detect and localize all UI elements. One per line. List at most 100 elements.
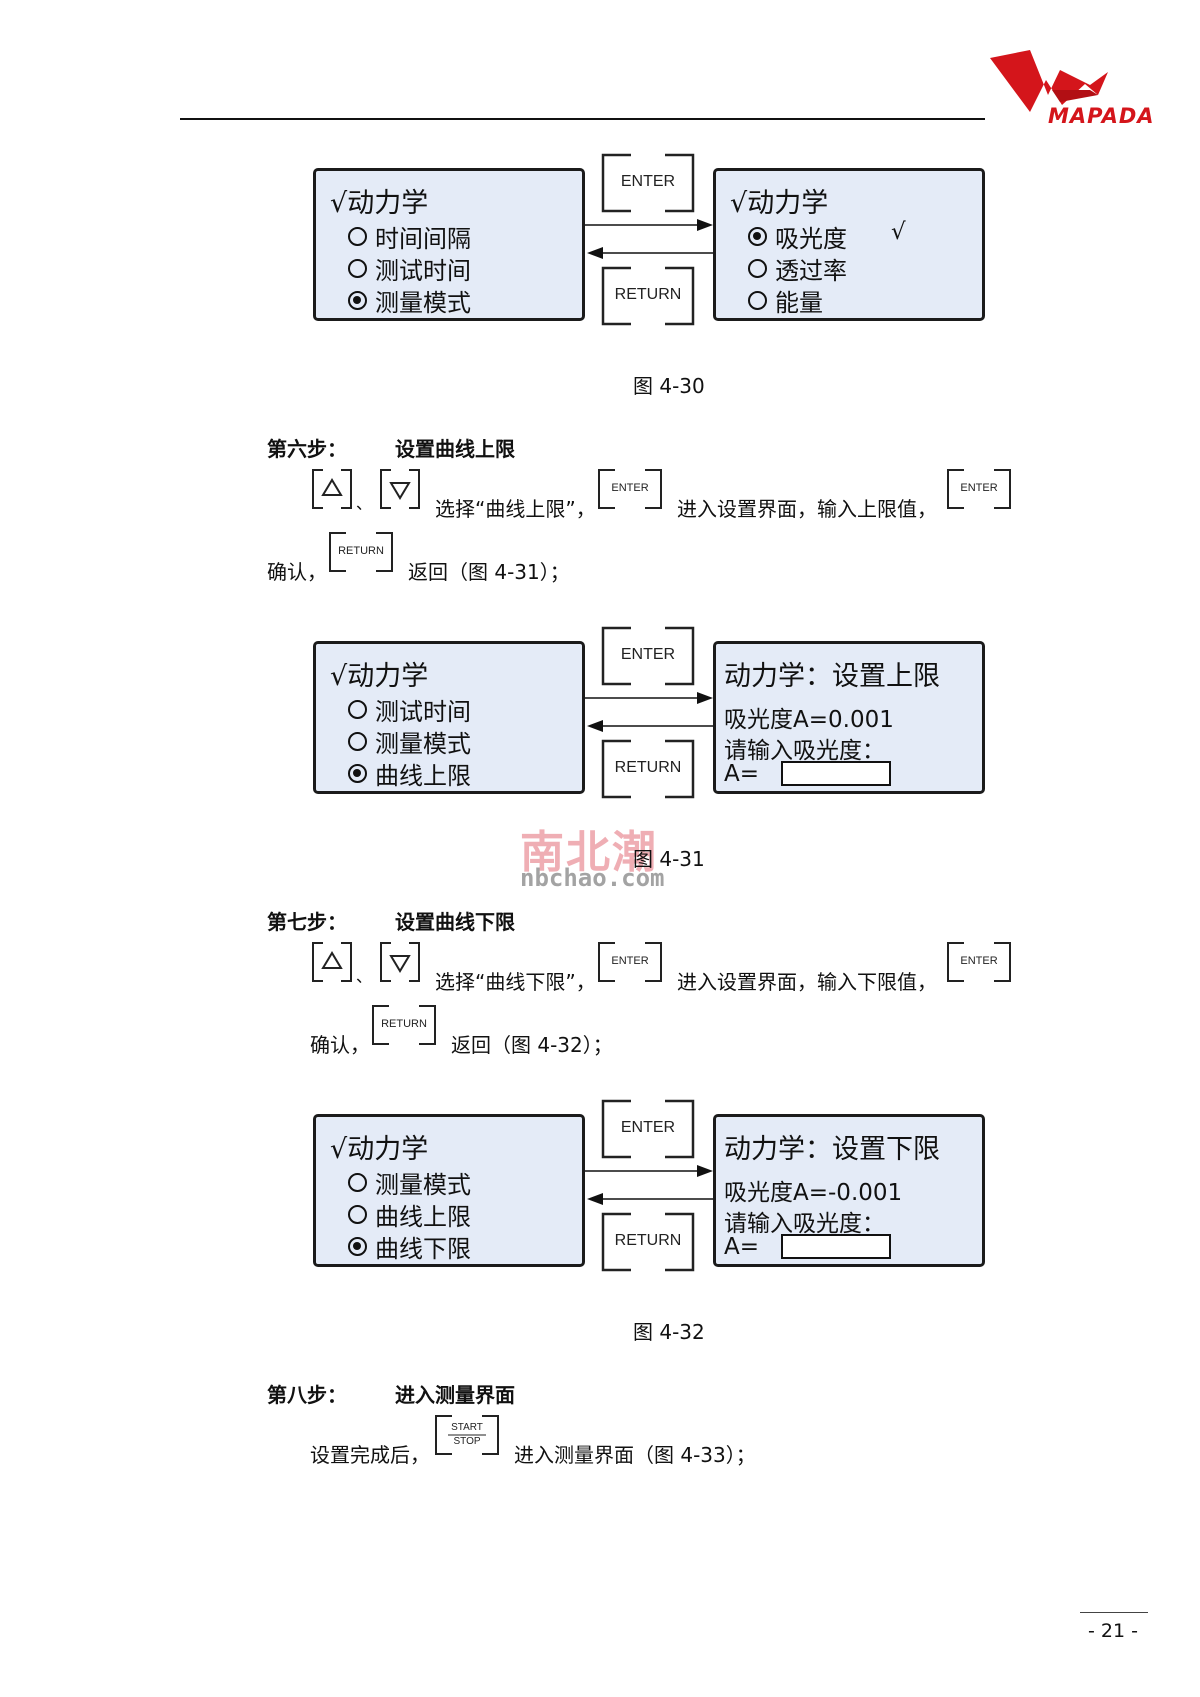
watermark-cn: 南北潮 <box>520 827 658 878</box>
figure-caption: 图 4-31 <box>633 847 705 871</box>
enter-key: ENTER <box>601 1099 695 1159</box>
step-title: 设置曲线下限 <box>395 910 515 934</box>
watermark-en: nbchao.com <box>520 864 665 892</box>
figure-caption: 图 4-30 <box>633 374 705 398</box>
enter-key: ENTER <box>597 468 663 510</box>
mapada-logo-icon <box>990 50 1108 112</box>
fig31-left-panel: √动力学 测试时间 测量模式 曲线上限 <box>313 641 585 794</box>
option-row: 测试时间 <box>348 692 471 727</box>
option-label: 透过率 <box>775 257 847 285</box>
step-text: 选择“曲线下限”， <box>435 970 596 994</box>
current-value: 吸光度A=0.001 <box>724 707 894 733</box>
return-key: RETURN <box>328 531 394 573</box>
prompt-text: 请输入吸光度： <box>724 1211 885 1237</box>
return-key: RETURN <box>601 1212 695 1272</box>
step-text: 确认， <box>267 560 327 584</box>
start-stop-key: START STOP <box>434 1414 500 1456</box>
panel-title: 动力学：设置下限 <box>724 1134 940 1165</box>
step-text: 返回（图 4-32）； <box>451 1033 613 1057</box>
flow-arrows-icon <box>585 1165 715 1205</box>
option-label: 曲线上限 <box>375 1203 471 1231</box>
return-key: RETURN <box>601 739 695 799</box>
option-label: 测量模式 <box>375 289 471 317</box>
option-label: 测试时间 <box>375 257 471 285</box>
option-row: 测量模式 <box>348 1165 471 1200</box>
fig31-right-panel: 动力学：设置上限 吸光度A=0.001 请输入吸光度： A= <box>713 641 985 794</box>
radio-icon <box>348 1173 367 1192</box>
option-row: 测量模式 <box>348 283 471 318</box>
option-row: 曲线下限 <box>348 1229 471 1264</box>
return-key: RETURN <box>601 266 695 326</box>
down-key <box>379 941 421 983</box>
option-label: 能量 <box>775 289 823 317</box>
option-label: 测量模式 <box>375 730 471 758</box>
option-row: 能量 <box>748 283 823 318</box>
option-label: 测量模式 <box>375 1171 471 1199</box>
figure-caption: 图 4-32 <box>633 1320 705 1344</box>
fig32-right-panel: 动力学：设置下限 吸光度A=-0.001 请输入吸光度： A= <box>713 1114 985 1267</box>
logo-text: MAPADA <box>1048 104 1155 128</box>
up-key <box>311 941 353 983</box>
start-label: START <box>451 1422 483 1433</box>
radio-selected-icon <box>348 291 367 310</box>
current-value: 吸光度A=-0.001 <box>724 1180 903 1206</box>
flow-arrows-icon <box>585 219 715 259</box>
step-text: 返回（图 4-31）； <box>408 560 570 584</box>
step-text: 设置完成后， <box>310 1443 430 1467</box>
radio-selected-icon <box>748 227 767 246</box>
separator: 、 <box>356 494 373 513</box>
enter-key: ENTER <box>946 468 1012 510</box>
step-label: 第六步： <box>267 437 347 461</box>
enter-key: ENTER <box>601 626 695 686</box>
input-label: A= <box>724 761 760 787</box>
flow-arrows-icon <box>585 692 715 732</box>
radio-selected-icon <box>348 1237 367 1256</box>
enter-key: ENTER <box>946 941 1012 983</box>
up-key <box>311 468 353 510</box>
option-row: 透过率 <box>748 251 847 286</box>
radio-icon <box>348 700 367 719</box>
option-label: 曲线上限 <box>375 762 471 790</box>
option-label: 测试时间 <box>375 698 471 726</box>
return-key: RETURN <box>371 1004 437 1046</box>
option-row: 曲线上限 <box>348 1197 471 1232</box>
checkmark-icon: √ <box>891 219 906 245</box>
option-row: 曲线上限 <box>348 756 471 791</box>
enter-key: ENTER <box>601 153 695 213</box>
value-input[interactable] <box>781 761 891 786</box>
option-row: 测试时间 <box>348 251 471 286</box>
step-text: 确认， <box>310 1033 370 1057</box>
step-text: 进入测量界面（图 4-33）； <box>514 1443 756 1467</box>
stop-label: STOP <box>453 1436 481 1447</box>
option-label: 时间间隔 <box>375 225 471 253</box>
radio-icon <box>348 1205 367 1224</box>
step-text: 进入设置界面，输入上限值， <box>677 497 937 521</box>
panel-title: √动力学 <box>730 188 829 219</box>
input-label: A= <box>724 1234 760 1260</box>
option-label: 曲线下限 <box>375 1235 471 1263</box>
step-label: 第八步： <box>267 1383 347 1407</box>
step-label: 第七步： <box>267 910 347 934</box>
separator: 、 <box>356 967 373 986</box>
fig30-right-panel: √动力学 吸光度 透过率 能量 √ <box>713 168 985 321</box>
radio-icon <box>748 291 767 310</box>
step-title: 设置曲线上限 <box>395 437 515 461</box>
step-text: 进入设置界面，输入下限值， <box>677 970 937 994</box>
prompt-text: 请输入吸光度： <box>724 738 885 764</box>
value-input[interactable] <box>781 1234 891 1259</box>
page-number: - 21 - <box>1088 1620 1138 1642</box>
footer-rule <box>1080 1612 1148 1613</box>
panel-title: √动力学 <box>330 188 429 219</box>
header-rule <box>180 118 985 120</box>
enter-key: ENTER <box>597 941 663 983</box>
option-row: 吸光度 <box>748 219 847 254</box>
panel-title: √动力学 <box>330 661 429 692</box>
radio-selected-icon <box>348 764 367 783</box>
fig32-left-panel: √动力学 测量模式 曲线上限 曲线下限 <box>313 1114 585 1267</box>
step-text: 选择“曲线上限”， <box>435 497 596 521</box>
panel-title: 动力学：设置上限 <box>724 661 940 692</box>
option-row: 测量模式 <box>348 724 471 759</box>
option-row: 时间间隔 <box>348 219 471 254</box>
radio-icon <box>348 227 367 246</box>
down-key <box>379 468 421 510</box>
